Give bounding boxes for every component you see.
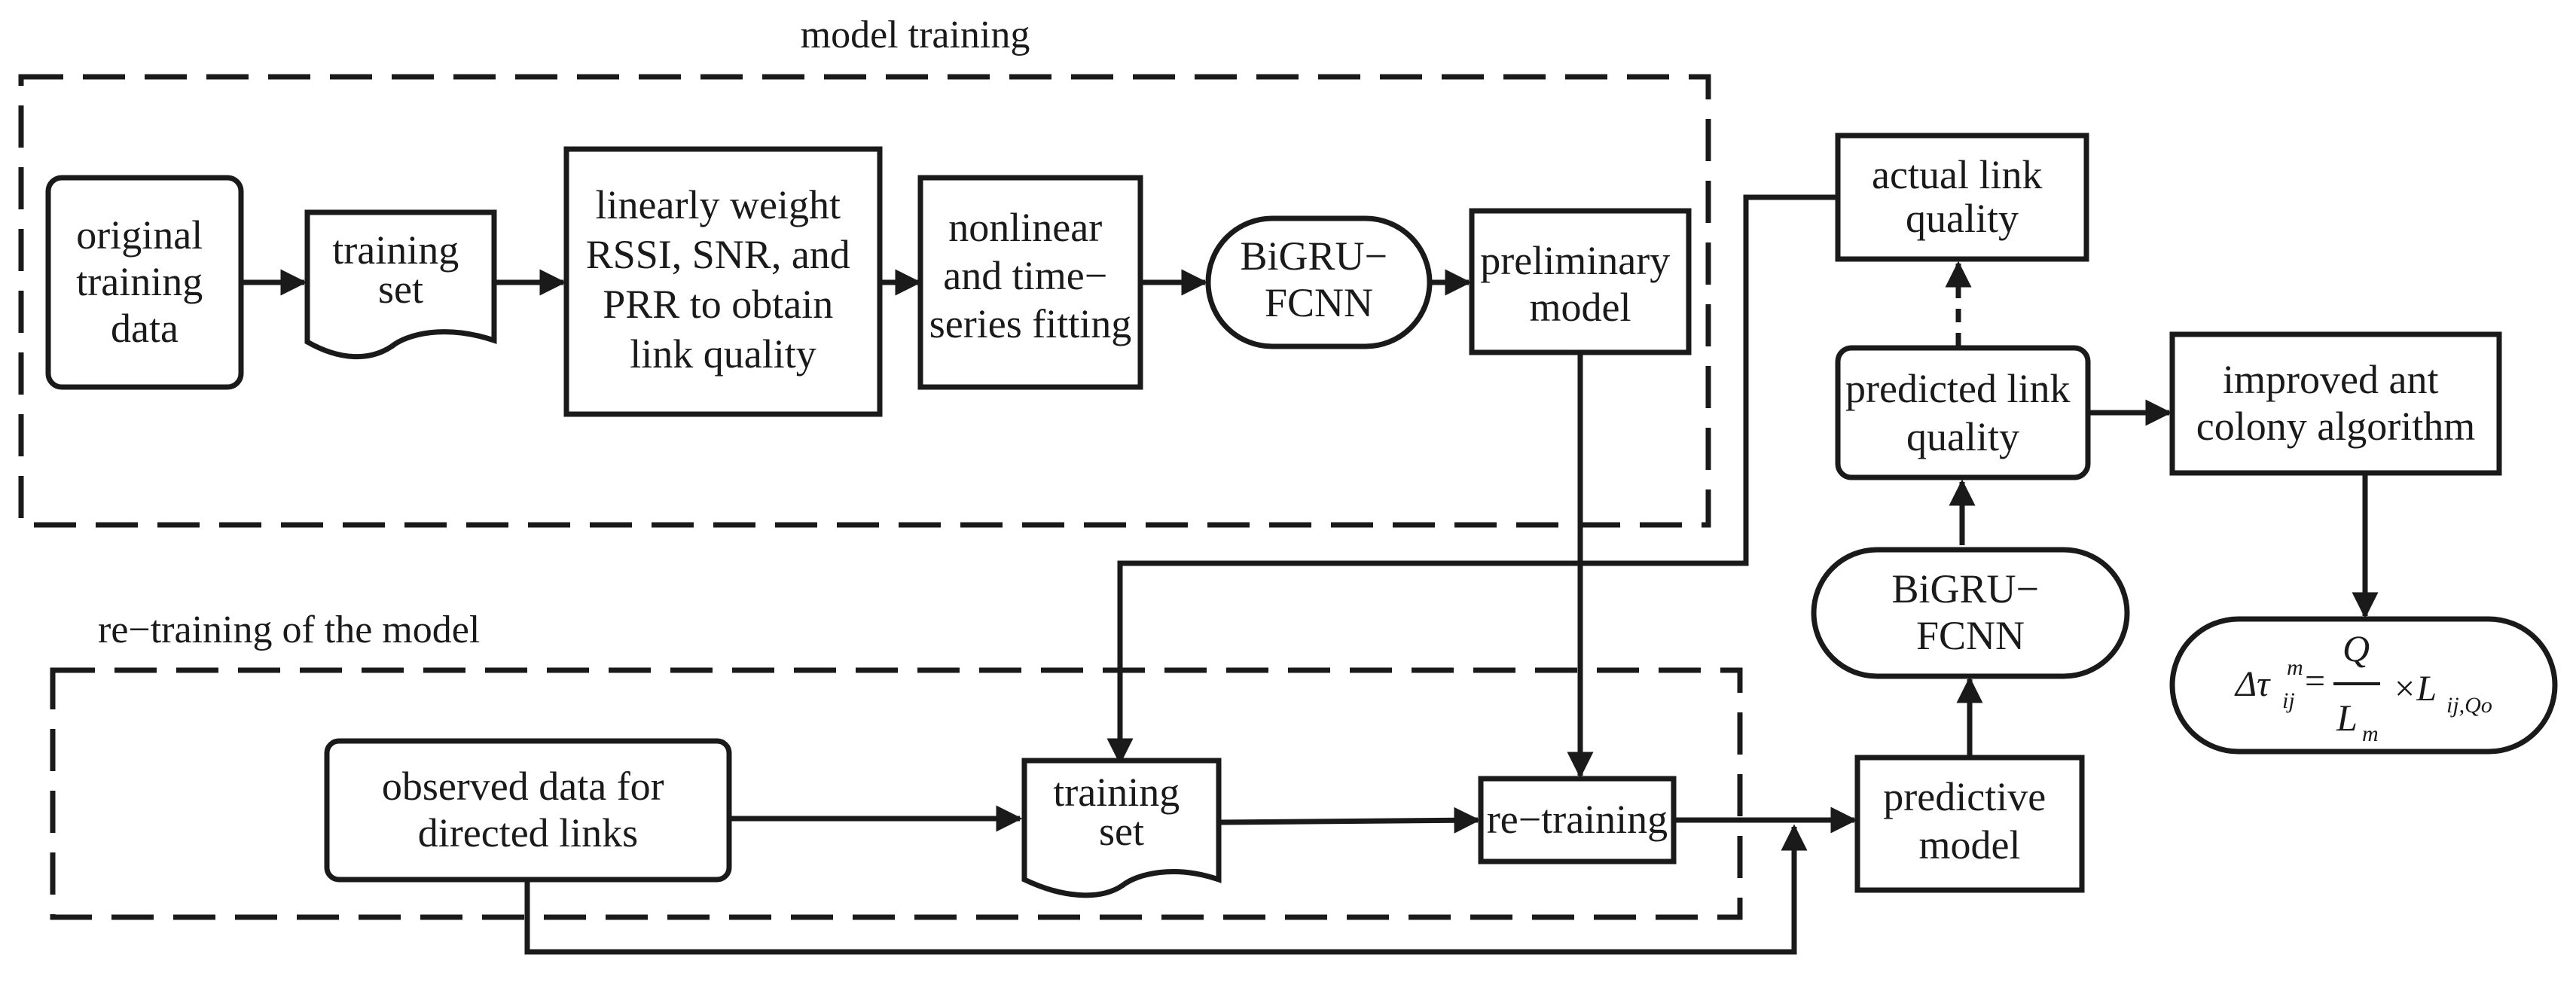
svg-text:improved ant colony algo: improved ant colony algorithm — [2196, 357, 2475, 449]
svg-text:original training: original training data — [76, 212, 212, 351]
svg-text:re−training: re−training — [1487, 797, 1668, 842]
formula-denominator: L — [2336, 697, 2358, 739]
arrow-training-set-to-retraining — [1218, 807, 1481, 834]
node-actual-link-quality: actual link quality — [1835, 133, 2089, 262]
formula-delta: Δτ — [2234, 664, 2271, 704]
arrow-observed-bypass — [524, 824, 1808, 955]
node-training-set-1: training set — [304, 209, 497, 360]
node-training-set-2: training set — [1021, 758, 1222, 898]
svg-text:nonlinear and time−: nonlinear and time− series fitting — [929, 205, 1131, 346]
formula-result-sub: ij,Qo — [2446, 693, 2492, 718]
svg-text:predicted link quality: predicted link quality — [1845, 366, 2080, 459]
formula-denominator-sub: m — [2362, 721, 2379, 746]
svg-text:training set: training set — [1053, 770, 1189, 854]
svg-text:predictive model: predictive model — [1883, 774, 2056, 868]
svg-text:BiGRU− FCNN: BiGRU− FCNN — [1241, 233, 1398, 325]
formula-numerator: Q — [2343, 627, 2370, 669]
svg-text:actual link quality: actual link quality — [1872, 152, 2053, 241]
node-observed-data: observed data for directed links — [324, 738, 732, 883]
node-preliminary-model: preliminary model — [1469, 208, 1692, 355]
svg-text:observed data for direct: observed data for directed links — [382, 764, 674, 855]
retraining-frame — [50, 667, 1743, 920]
node-retraining: re−training — [1478, 776, 1677, 864]
arrow-actual-to-training-set — [1106, 194, 1838, 765]
svg-text:preliminary model: preliminary model — [1480, 238, 1680, 330]
formula-sub-ij: ij — [2282, 688, 2295, 713]
svg-text:training set: training set — [332, 227, 469, 312]
svg-text:BiGRU− FCNN: BiGRU− FCNN — [1892, 566, 2050, 658]
svg-text:linearly weight RSSI, SN: linearly weight RSSI, SNR, and PRR to ob… — [586, 182, 861, 377]
node-pheromone-formula: Δτ m ij = Q L m ×L ij,Qo — [2169, 616, 2558, 755]
node-predicted-link-quality: predicted link quality — [1835, 345, 2091, 480]
retraining-label: re−training of the model — [98, 608, 480, 651]
node-bigru-fcnn-1: BiGRU− FCNN — [1205, 215, 1433, 349]
node-bigru-fcnn-2: BiGRU− FCNN — [1811, 547, 2130, 679]
formula-equals: = — [2305, 661, 2325, 701]
node-predictive-model: predictive model — [1854, 755, 2085, 893]
model-training-label: model training — [801, 14, 1030, 56]
formula-times: ×L — [2392, 669, 2437, 709]
node-linear-weight: linearly weight RSSI, SNR, and PRR to ob… — [563, 146, 883, 417]
node-nonlinear-fitting: nonlinear and time− series fitting — [917, 175, 1143, 390]
model-training-frame — [18, 74, 1711, 528]
formula-sup-m: m — [2287, 655, 2303, 680]
node-original-training-data: original training data — [45, 175, 244, 390]
node-improved-ant-colony: improved ant colony algorithm — [2169, 331, 2502, 476]
